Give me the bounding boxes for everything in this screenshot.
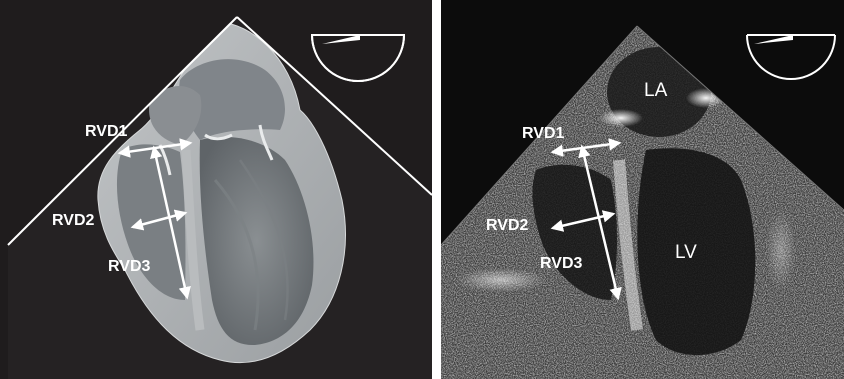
lv-label: LV: [675, 242, 697, 263]
la-label: LA: [644, 80, 668, 101]
schematic-panel: RVD1 RVD2 RVD3: [0, 0, 432, 379]
echocardiogram-panel: LA LV RVD1 RVD2 RVD3: [441, 0, 844, 379]
schematic-heart-illustration: RVD1 RVD2 RVD3: [0, 0, 432, 379]
rvd2-label: RVD2: [52, 212, 94, 229]
rvd3-label: RVD3: [540, 255, 582, 272]
echocardiogram-image: LA LV RVD1 RVD2 RVD3: [441, 0, 844, 379]
rvd3-label: RVD3: [108, 258, 150, 275]
rvd2-label: RVD2: [486, 217, 528, 234]
rvd1-label: RVD1: [522, 125, 564, 142]
rvd1-label: RVD1: [85, 123, 127, 140]
